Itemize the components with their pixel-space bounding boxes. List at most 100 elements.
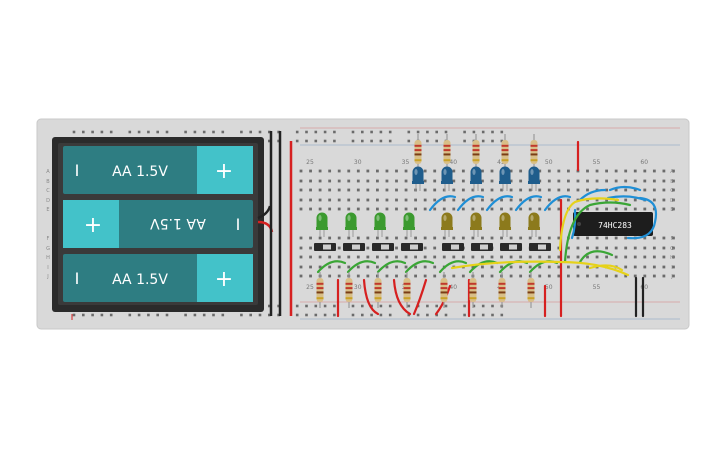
breadboard-hole[interactable]: [376, 188, 379, 192]
breadboard-hole[interactable]: [309, 198, 312, 202]
rail-hole[interactable]: [416, 313, 420, 317]
breadboard-hole[interactable]: [595, 255, 599, 259]
breadboard-hole[interactable]: [624, 207, 628, 211]
breadboard-hole[interactable]: [481, 207, 484, 211]
breadboard-hole[interactable]: [662, 188, 666, 192]
breadboard-hole[interactable]: [347, 265, 351, 269]
breadboard-hole[interactable]: [433, 255, 437, 259]
rail-hole[interactable]: [500, 139, 504, 143]
breadboard-hole[interactable]: [356, 198, 360, 202]
breadboard-hole[interactable]: [490, 265, 494, 269]
breadboard-hole[interactable]: [652, 255, 656, 259]
breadboard-hole[interactable]: [328, 169, 332, 173]
breadboard-hole[interactable]: [662, 169, 666, 173]
breadboard-hole[interactable]: [614, 169, 618, 173]
breadboard-hole[interactable]: [461, 255, 465, 259]
breadboard-hole[interactable]: [433, 198, 437, 202]
rail-hole[interactable]: [221, 130, 225, 134]
breadboard-hole[interactable]: [519, 169, 523, 173]
breadboard-hole[interactable]: [595, 236, 599, 240]
breadboard-hole[interactable]: [672, 179, 675, 183]
breadboard-hole[interactable]: [309, 246, 312, 250]
breadboard-hole[interactable]: [404, 255, 408, 259]
breadboard-hole[interactable]: [672, 207, 675, 211]
rail-hole[interactable]: [295, 304, 299, 308]
breadboard-hole[interactable]: [567, 198, 570, 202]
breadboard-hole[interactable]: [423, 246, 427, 250]
breadboard-hole[interactable]: [624, 169, 628, 173]
breadboard-hole[interactable]: [366, 236, 370, 240]
red-jumper-wire[interactable]: [362, 278, 380, 316]
breadboard-hole[interactable]: [423, 169, 427, 173]
breadboard-hole[interactable]: [586, 255, 589, 259]
breadboard-hole[interactable]: [309, 236, 312, 240]
breadboard-hole[interactable]: [433, 265, 437, 269]
breadboard-hole[interactable]: [538, 274, 542, 278]
breadboard-hole[interactable]: [586, 169, 589, 173]
breadboard-hole[interactable]: [395, 274, 398, 278]
breadboard-hole[interactable]: [652, 198, 656, 202]
slide-switch[interactable]: [372, 243, 394, 251]
rail-hole[interactable]: [388, 304, 392, 308]
breadboard-hole[interactable]: [547, 179, 551, 183]
breadboard-hole[interactable]: [509, 198, 513, 202]
breadboard-hole[interactable]: [538, 255, 542, 259]
breadboard-hole[interactable]: [633, 169, 637, 173]
breadboard-hole[interactable]: [337, 188, 341, 192]
rail-hole[interactable]: [212, 130, 215, 134]
slide-switch[interactable]: [343, 243, 365, 251]
breadboard-hole[interactable]: [672, 255, 675, 259]
blue-jumper-wire[interactable]: [543, 195, 572, 212]
breadboard-hole[interactable]: [461, 198, 465, 202]
breadboard-hole[interactable]: [309, 179, 312, 183]
breadboard-hole[interactable]: [414, 198, 417, 202]
breadboard-hole[interactable]: [299, 198, 303, 202]
breadboard-hole[interactable]: [452, 179, 456, 183]
rail-hole[interactable]: [277, 139, 280, 143]
olive-led[interactable]: [528, 212, 540, 238]
breadboard-hole[interactable]: [652, 188, 656, 192]
breadboard-hole[interactable]: [595, 274, 599, 278]
green-jumper-wire[interactable]: [404, 260, 435, 274]
breadboard-hole[interactable]: [538, 169, 542, 173]
rail-hole[interactable]: [444, 313, 448, 317]
breadboard-hole[interactable]: [452, 198, 456, 202]
rail-hole[interactable]: [323, 304, 327, 308]
breadboard-hole[interactable]: [481, 265, 484, 269]
breadboard-hole[interactable]: [442, 188, 446, 192]
breadboard-hole[interactable]: [366, 207, 370, 211]
breadboard-hole[interactable]: [328, 179, 332, 183]
rail-hole[interactable]: [91, 130, 94, 134]
breadboard-hole[interactable]: [442, 207, 446, 211]
blue-led[interactable]: [470, 166, 482, 192]
breadboard-hole[interactable]: [356, 188, 360, 192]
rail-hole[interactable]: [295, 313, 299, 317]
green-jumper-wire[interactable]: [438, 260, 468, 274]
breadboard-hole[interactable]: [519, 255, 523, 259]
breadboard-hole[interactable]: [586, 246, 589, 250]
breadboard-hole[interactable]: [299, 246, 303, 250]
rail-hole[interactable]: [388, 130, 392, 134]
breadboard-hole[interactable]: [376, 179, 379, 183]
rail-hole[interactable]: [305, 313, 308, 317]
rail-hole[interactable]: [472, 130, 476, 134]
rail-hole[interactable]: [426, 139, 429, 143]
breadboard-hole[interactable]: [519, 179, 523, 183]
rail-hole[interactable]: [268, 304, 271, 308]
rail-hole[interactable]: [426, 130, 429, 134]
breadboard-hole[interactable]: [557, 246, 561, 250]
blue-led[interactable]: [499, 166, 511, 192]
breadboard-hole[interactable]: [614, 179, 618, 183]
breadboard-hole[interactable]: [652, 246, 656, 250]
battery-pack[interactable]: I AA 1.5V + + AA 1.5V I I AA 1.5V +: [52, 137, 274, 312]
breadboard-hole[interactable]: [299, 265, 303, 269]
breadboard-hole[interactable]: [481, 274, 484, 278]
breadboard-hole[interactable]: [481, 255, 484, 259]
blue-jumper-wire[interactable]: [456, 195, 485, 212]
breadboard-hole[interactable]: [404, 274, 408, 278]
breadboard-hole[interactable]: [605, 207, 608, 211]
rail-hole[interactable]: [268, 130, 271, 134]
breadboard-hole[interactable]: [643, 265, 647, 269]
rail-hole[interactable]: [202, 313, 206, 317]
breadboard-hole[interactable]: [376, 236, 379, 240]
